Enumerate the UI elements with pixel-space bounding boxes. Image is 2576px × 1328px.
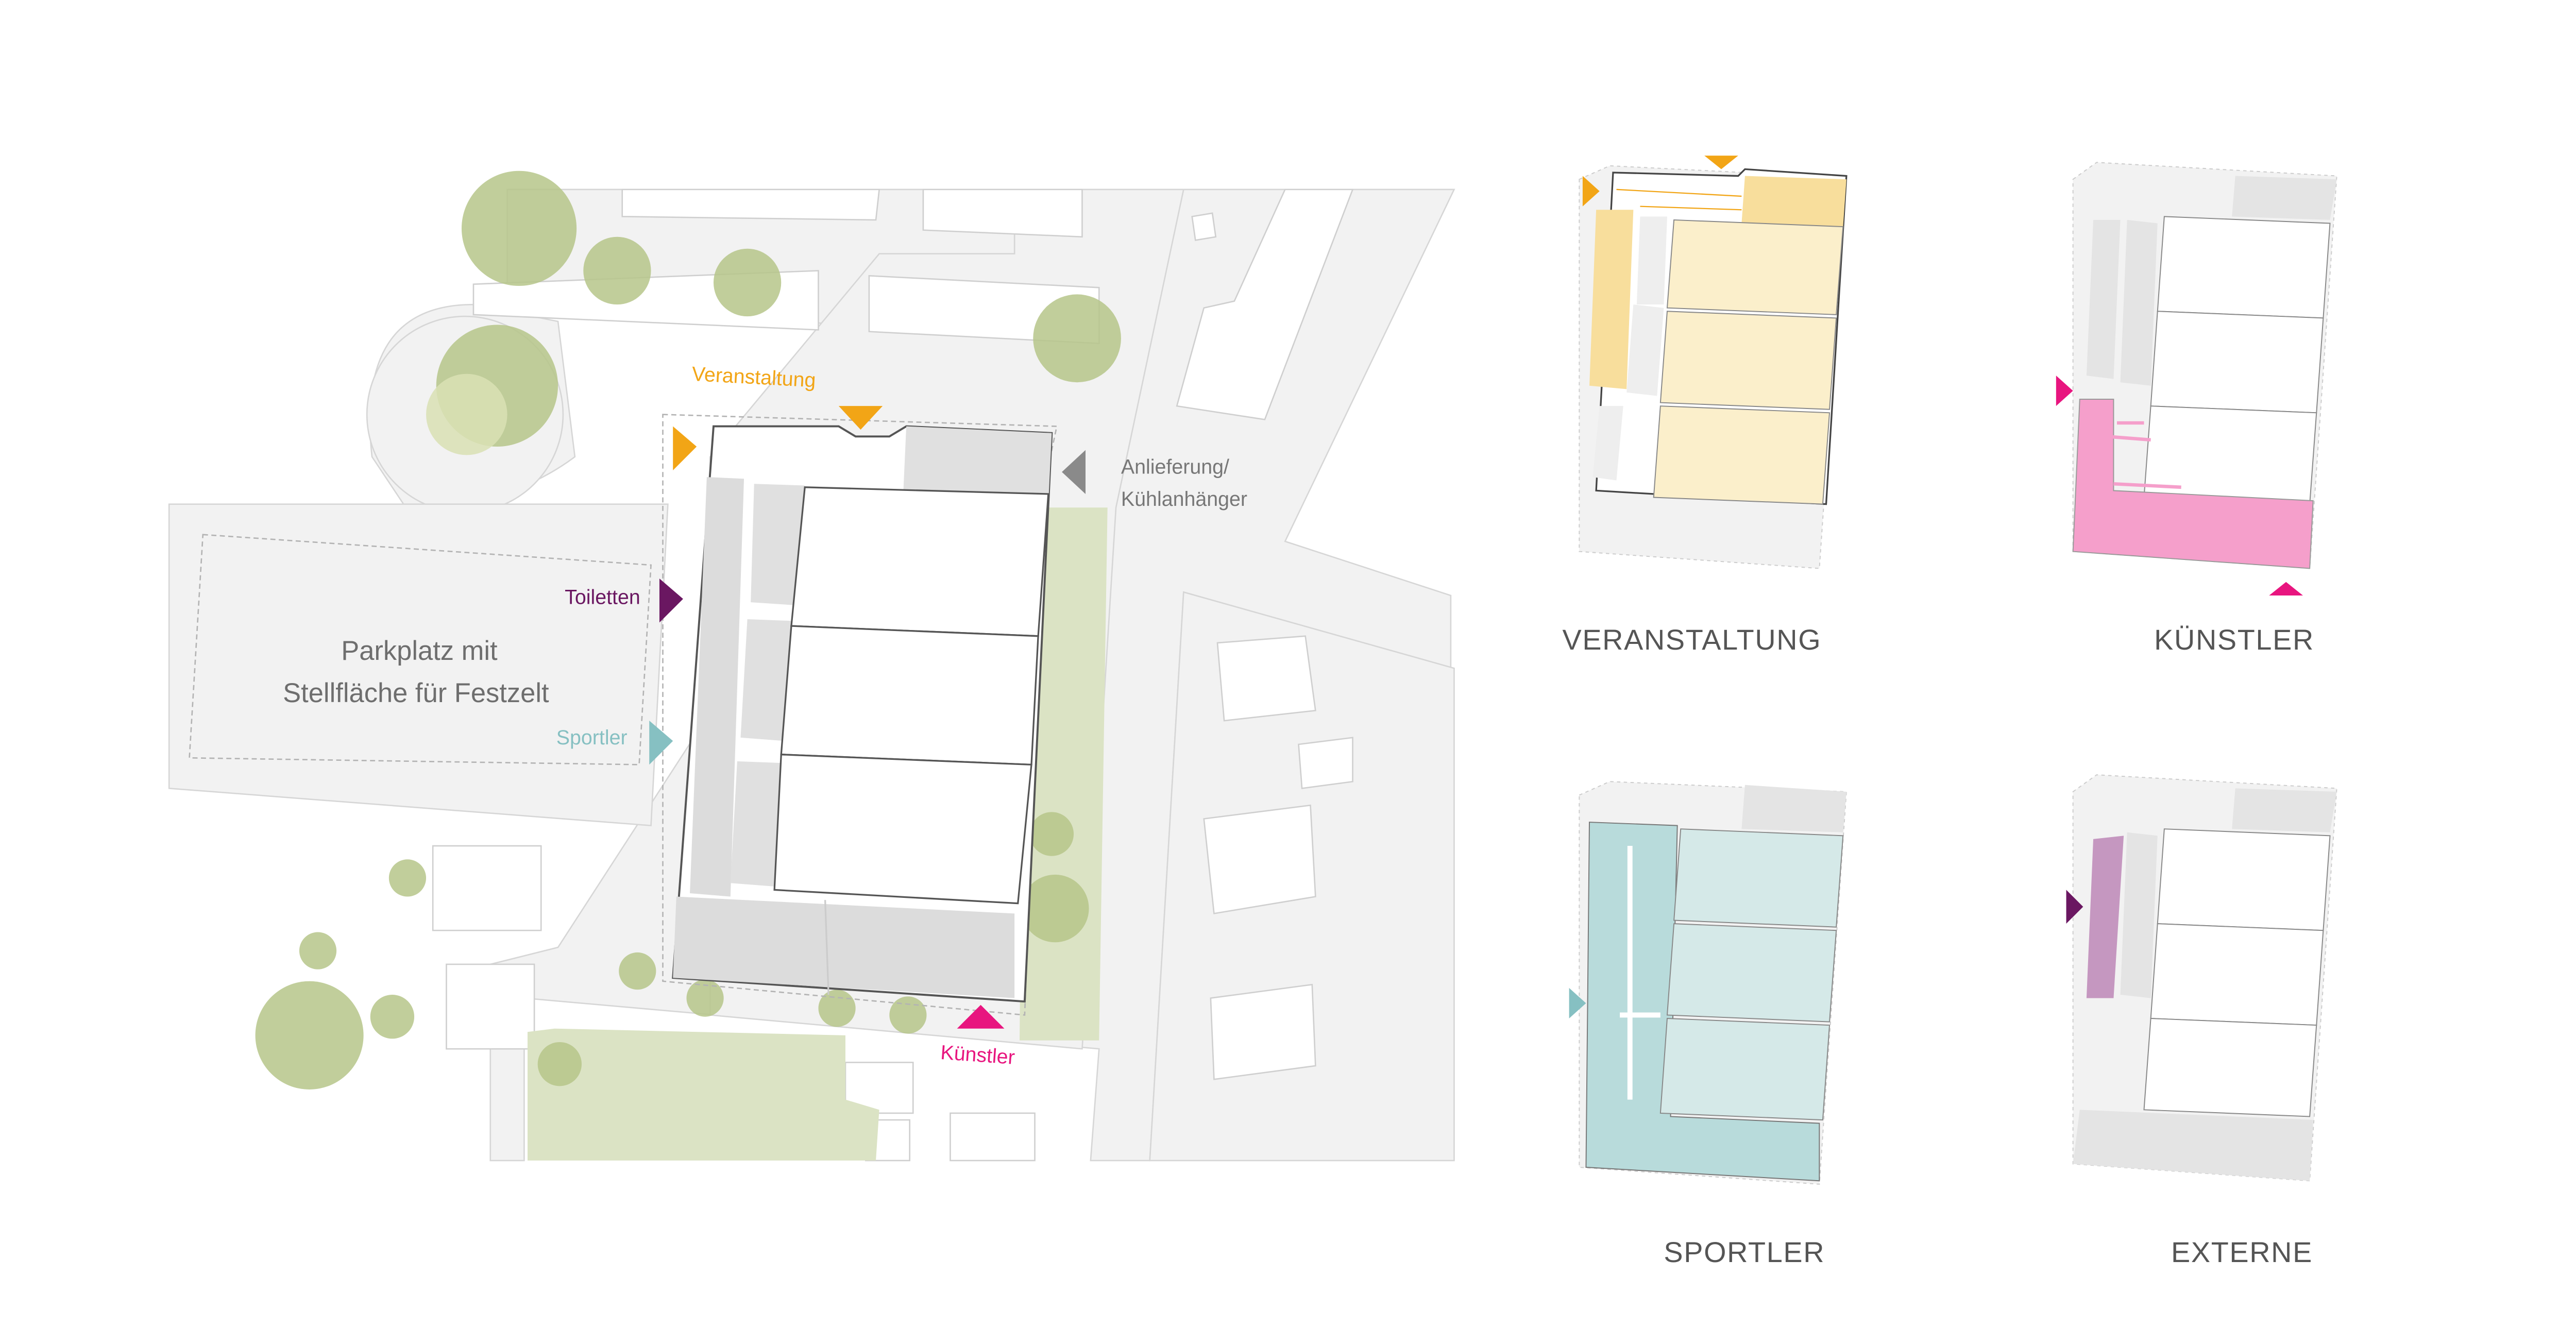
site-boundary-outline: [662, 414, 1058, 1016]
title-externe: EXTERNE: [2171, 1236, 2313, 1268]
veranstaltung-arrow-top: [838, 406, 883, 430]
zone-diagram-externe: [2066, 774, 2337, 1182]
sportler-arrow: [649, 721, 673, 765]
label-anlieferung-line1: Anlieferung/: [1121, 456, 1229, 479]
label-anlieferung-line2: Kühlanhänger: [1121, 488, 1247, 510]
kuenstler-arrow: [957, 1004, 1005, 1029]
title-kuenstler: KÜNSTLER: [2154, 623, 2314, 656]
label-parkplatz-line1: Parkplatz mit: [341, 636, 498, 666]
label-sportler: Sportler: [556, 726, 628, 749]
festzelt-area-outline: [189, 534, 652, 765]
site-plan: Veranstaltung Anlieferung/ Kühlanhänger …: [168, 171, 1455, 1162]
title-sportler: SPORTLER: [1664, 1236, 1825, 1268]
label-toiletten: Toiletten: [565, 586, 640, 608]
zone-diagram-sportler: [1569, 781, 1847, 1185]
zone-diagram-kuenstler: [2056, 162, 2337, 595]
zone-diagram-veranstaltung: [1579, 156, 1848, 569]
label-parkplatz-line2: Stellfläche für Festzelt: [283, 678, 549, 708]
toiletten-arrow: [659, 578, 683, 623]
anlieferung-arrow: [1062, 450, 1086, 494]
veranstaltung-arrow-left: [673, 426, 697, 470]
label-kuenstler: Künstler: [940, 1041, 1015, 1069]
title-veranstaltung: VERANSTALTUNG: [1563, 623, 1822, 656]
main-building: [672, 425, 1053, 1003]
trees: [255, 171, 1121, 1089]
entrance-arrows: [649, 406, 1086, 1029]
